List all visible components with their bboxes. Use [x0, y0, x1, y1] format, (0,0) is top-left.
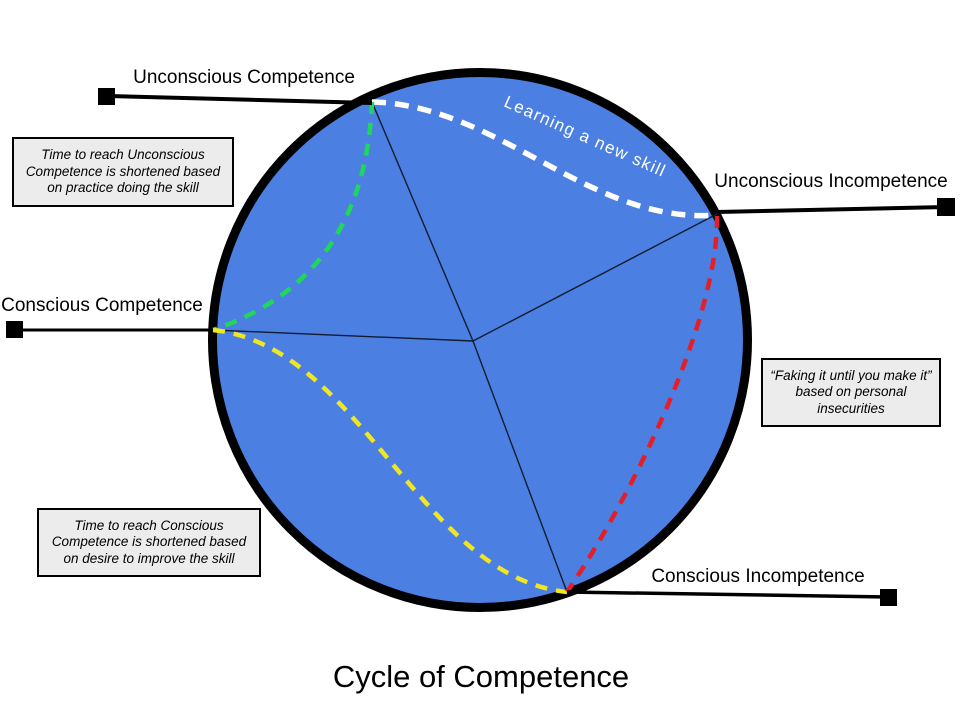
- stage-label-conscious-competence: Conscious Competence: [1, 295, 203, 316]
- spokes: [212, 101, 718, 593]
- connectors: [6, 88, 955, 606]
- practice-curve: [212, 101, 375, 333]
- note-practice: Time to reach Unconscious Competence is …: [12, 137, 234, 207]
- stage-label-unconscious-competence: Unconscious Competence: [133, 67, 355, 88]
- marker-square-unconscious-incompetence: [937, 198, 955, 216]
- connector-unconscious-competence: [106, 94, 373, 105]
- marker-square-conscious-incompetence: [880, 589, 897, 606]
- competence-circle: [208, 68, 752, 612]
- note-faking: “Faking it until you make it” based on p…: [761, 358, 941, 427]
- connector-unconscious-incompetence: [716, 205, 947, 214]
- spoke-unconscious-incompetence: [472, 213, 718, 342]
- diagram-title: Cycle of Competence: [332, 659, 630, 694]
- faking-curve: [565, 215, 720, 594]
- marker-square-conscious-competence: [6, 321, 23, 338]
- connector-conscious-incompetence: [566, 590, 889, 599]
- spoke-unconscious-competence: [371, 101, 474, 342]
- stage-label-conscious-incompetence: Conscious Incompetence: [651, 566, 865, 587]
- spoke-conscious-competence: [212, 329, 474, 342]
- note-desire: Time to reach Conscious Competence is sh…: [37, 508, 261, 577]
- learning-curve: [371, 99, 718, 219]
- marker-square-unconscious-competence: [98, 88, 115, 105]
- stage-label-unconscious-incompetence: Unconscious Incompetence: [714, 171, 948, 192]
- spoke-conscious-incompetence: [472, 340, 568, 593]
